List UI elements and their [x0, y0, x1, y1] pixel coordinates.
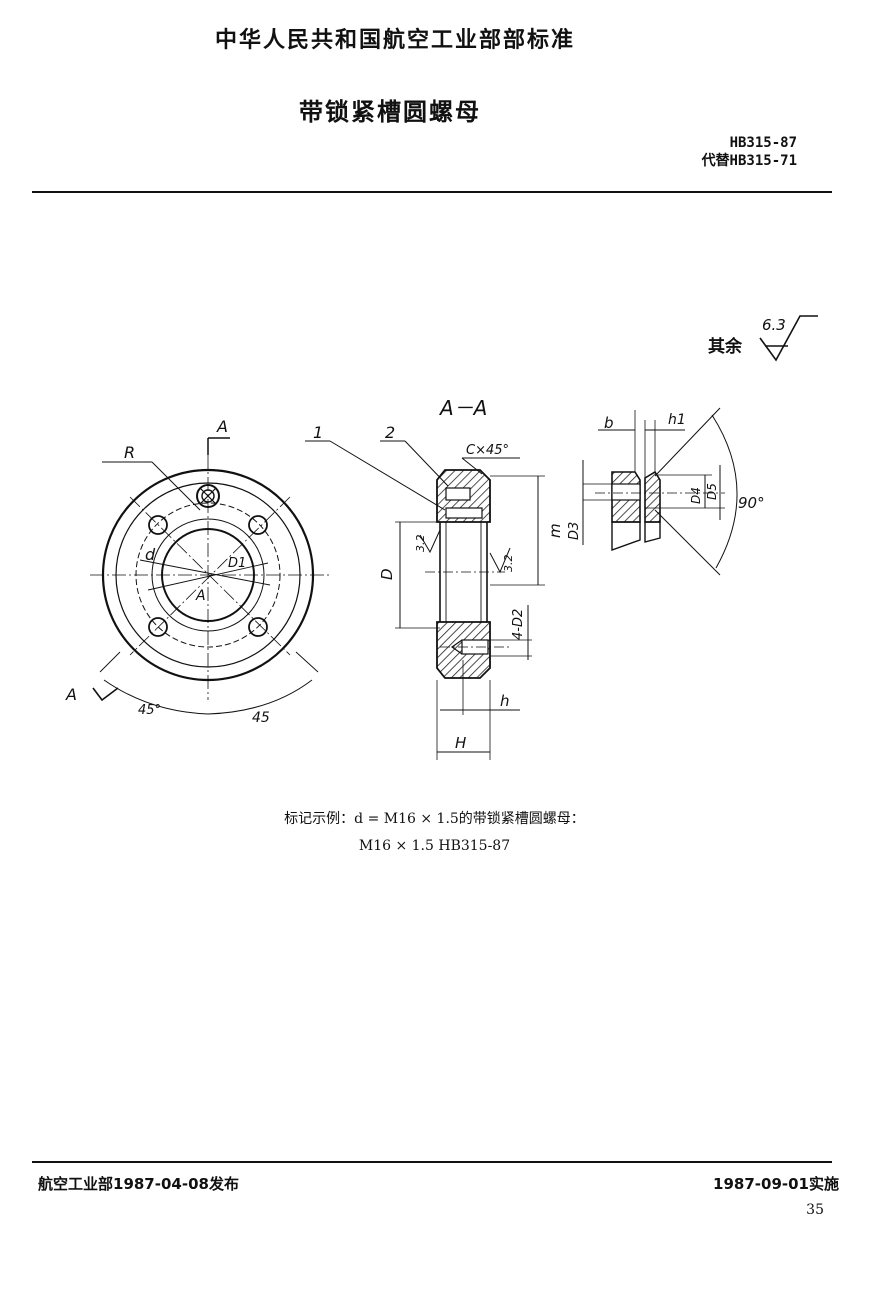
label-H: H [455, 734, 466, 752]
label-D1: D1 [228, 556, 246, 571]
label-roughness-3-2-right: 3.2 [502, 555, 515, 573]
standard-code: HB315-87 [729, 135, 797, 151]
label-angle-90: 90° [738, 494, 765, 512]
marking-example-line-2: M16 × 1.5 HB315-87 [358, 838, 511, 854]
roughness-symbol: 6.3 [759, 315, 818, 362]
part-label-2: 2 [385, 423, 395, 442]
label-R: R [124, 443, 135, 462]
roughness-value: 6.3 [762, 316, 786, 334]
replaces-code: 代替HB315-71 [701, 153, 797, 169]
marking-example-line-1: 标记示例：d = M16 × 1.5的带锁紧槽圆螺母： [284, 811, 585, 827]
document-title: 带锁紧槽圆螺母 [299, 98, 481, 126]
label-d: d [145, 545, 156, 564]
label-D: D [378, 568, 396, 580]
org-title: 中华人民共和国航空工业部部标准 [214, 28, 575, 53]
roughness-prefix: 其余 [708, 337, 742, 357]
technical-drawing: 6.3 A A [65, 315, 818, 760]
label-roughness-3-2-left: 3.2 [414, 535, 427, 553]
label-h1: h1 [668, 412, 686, 428]
label-center-A: A [195, 588, 206, 604]
header-rule [32, 191, 832, 193]
label-angle-45-left: 45° [138, 703, 161, 718]
section-mark-bottom: A [65, 685, 77, 704]
label-D5: D5 [705, 483, 719, 500]
part-label-1: 1 [313, 423, 323, 442]
label-D3: D3 [567, 522, 582, 540]
label-4-D2: 4-D2 [511, 609, 526, 640]
page-number: 35 [806, 1202, 824, 1218]
label-angle-45-right: 45 [252, 710, 270, 726]
slot-detail-view [582, 407, 738, 576]
standard-number-block: HB315-87 代替HB315-71 [702, 134, 797, 170]
issue-date: 航空工业部1987-04-08发布 [38, 1175, 239, 1193]
label-h: h [500, 692, 510, 710]
label-m: m [546, 523, 564, 538]
label-D4: D4 [689, 487, 703, 504]
section-view [305, 440, 545, 760]
label-b: b [604, 414, 614, 432]
effective-date: 1987-09-01实施 [713, 1175, 839, 1193]
section-mark-top: A [216, 417, 228, 436]
section-title: A－A [438, 396, 487, 420]
front-view [90, 437, 330, 715]
footer-rule [32, 1161, 832, 1163]
label-chamfer: C×45° [466, 443, 509, 458]
